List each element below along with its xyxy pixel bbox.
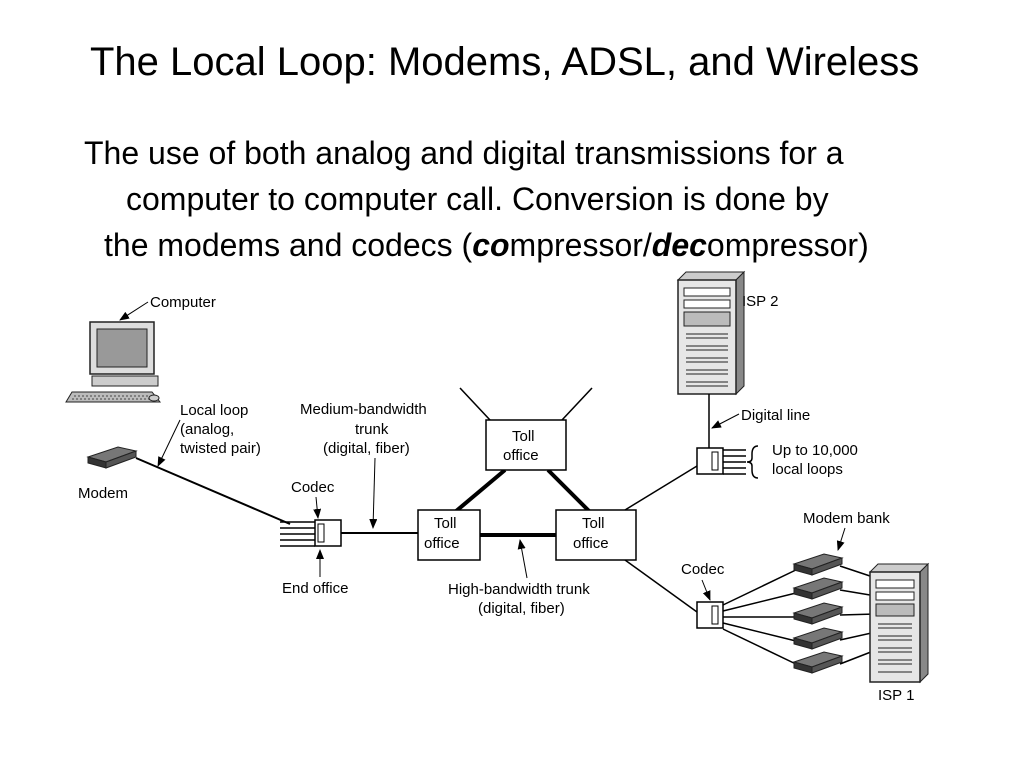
medium-trunk-label-2: trunk [355, 421, 389, 438]
toll-office-left-label-2: office [424, 535, 460, 552]
toll-office-right-label-2: office [573, 535, 609, 552]
end-office-lines [280, 521, 315, 547]
emphasis-co: co [472, 227, 510, 263]
local-loop-label-2: (analog, [180, 421, 234, 438]
slide-body: The use of both analog and digital trans… [84, 130, 984, 268]
end-office-label: End office [282, 580, 348, 597]
body-line-3: the modems and codecs (compressor/decomp… [84, 222, 984, 268]
isp1-label: ISP 1 [878, 687, 914, 704]
toll-office-top-label-1: Toll [512, 428, 535, 445]
modem-label: Modem [78, 485, 128, 502]
toll-office-right-label-1: Toll [582, 515, 605, 532]
toll-office-top-label-2: office [503, 447, 539, 464]
toll-office-top-box [485, 419, 567, 471]
isp2-codec-box [696, 447, 724, 475]
toll-office-left-box [417, 509, 481, 561]
local-loop-label-3: twisted pair) [180, 440, 261, 457]
isp2-local-loop-lines [723, 449, 746, 475]
modem-icon [87, 446, 137, 469]
body-line-1: The use of both analog and digital trans… [84, 135, 844, 171]
body-line-3-prefix: the modems and codecs ( [104, 227, 473, 263]
isp1-server-icon [868, 562, 930, 684]
modem-bank-icon [793, 553, 843, 674]
codec-right-label: Codec [681, 561, 725, 578]
slide-title: The Local Loop: Modems, ADSL, and Wirele… [90, 40, 920, 84]
isp2-label: ISP 2 [742, 293, 778, 310]
local-loops-label-2: local loops [772, 461, 843, 478]
local-loops-label-1: Up to 10,000 [772, 442, 858, 459]
medium-trunk-label-3: (digital, fiber) [323, 440, 410, 457]
local-loop-label-1: Local loop [180, 402, 248, 419]
medium-trunk-label-1: Medium-bandwidth [300, 401, 427, 418]
brace-icon [746, 445, 759, 479]
isp2-server-icon [676, 270, 746, 396]
emphasis-dec: dec [651, 227, 707, 263]
toll-office-right-box [555, 509, 637, 561]
body-line-3-mid1: mpressor/ [509, 227, 652, 263]
body-line-2: computer to computer call. Conversion is… [126, 181, 829, 217]
digital-line-label: Digital line [741, 407, 810, 424]
computer-label: Computer [150, 294, 216, 311]
high-trunk-label-2: (digital, fiber) [478, 600, 565, 617]
isp1-codec-box [696, 601, 724, 629]
computer-icon [65, 321, 162, 403]
modem-bank-label: Modem bank [803, 510, 890, 527]
body-line-3-mid2: ompressor) [706, 227, 869, 263]
codec-left-label: Codec [291, 479, 335, 496]
high-trunk-label-1: High-bandwidth trunk [448, 581, 590, 598]
toll-office-left-label-1: Toll [434, 515, 457, 532]
